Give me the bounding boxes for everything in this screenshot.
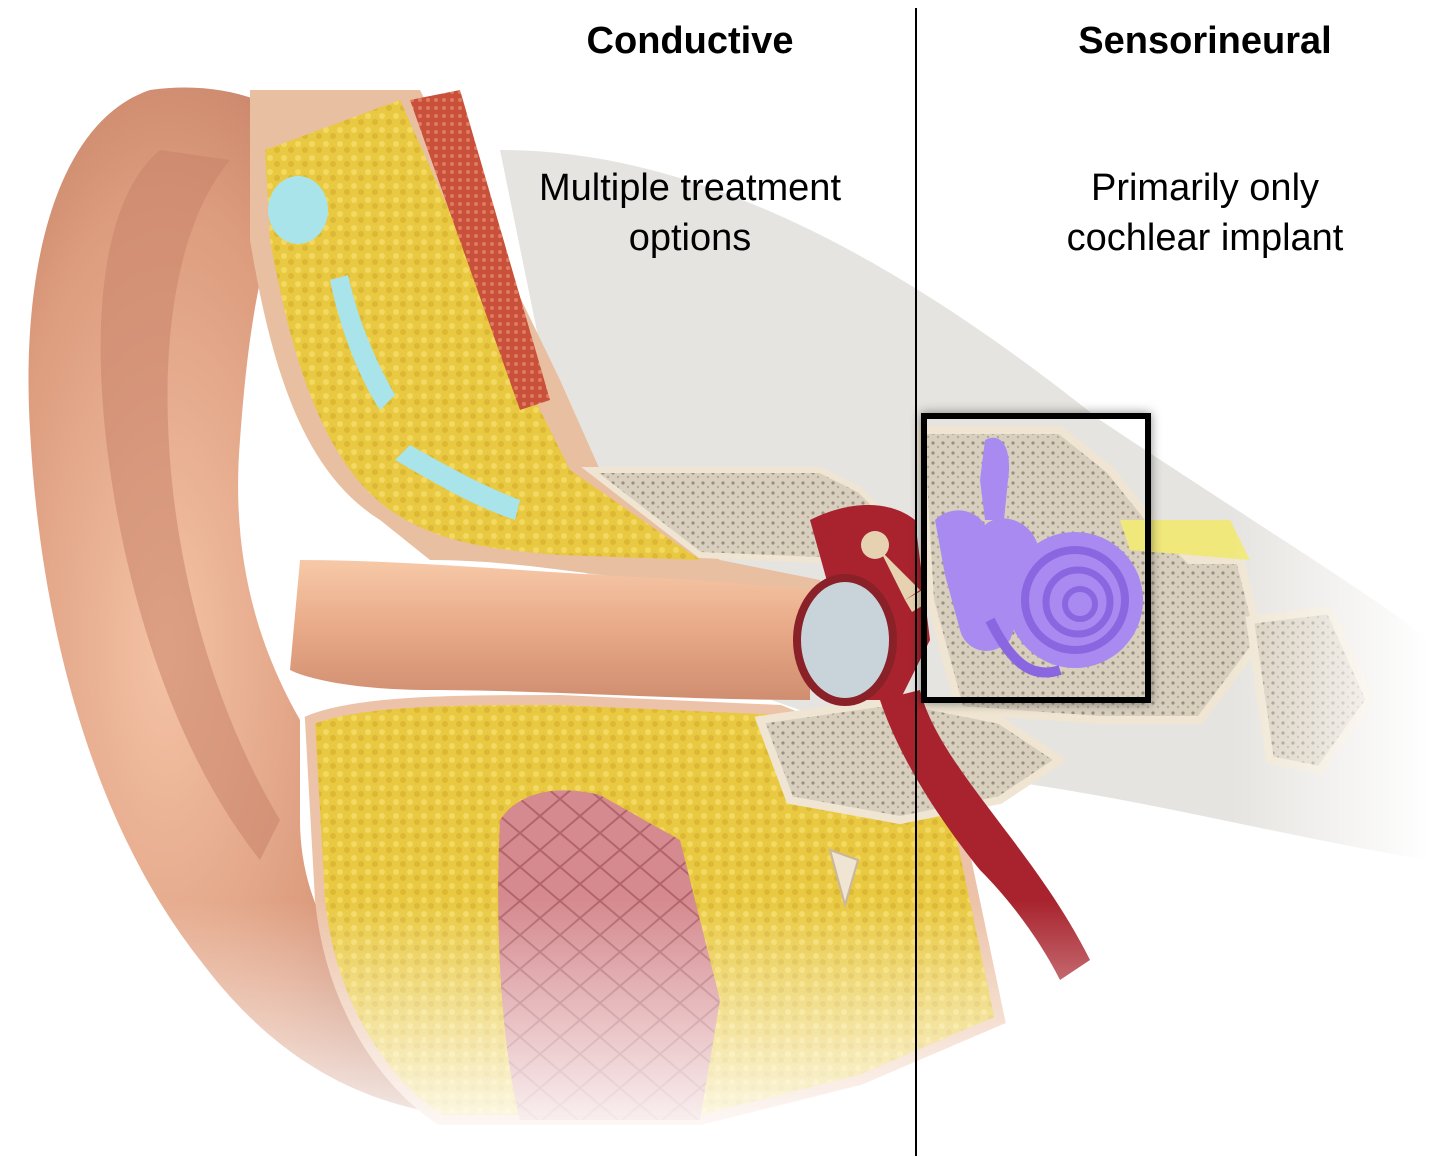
sensorineural-description-line-2: cochlear implant: [980, 213, 1429, 263]
conductive-heading: Conductive: [470, 20, 910, 63]
conductive-description-line-1: Multiple treatment: [470, 163, 910, 213]
conductive-description-line-2: options: [470, 213, 910, 263]
inner-ear-highlight-box: [921, 413, 1151, 703]
panel-divider: [915, 8, 917, 1156]
sensorineural-heading: Sensorineural: [980, 20, 1429, 63]
sensorineural-description: Primarily only cochlear implant: [980, 163, 1429, 263]
conductive-description: Multiple treatment options: [470, 163, 910, 263]
sensorineural-description-line-1: Primarily only: [980, 163, 1429, 213]
